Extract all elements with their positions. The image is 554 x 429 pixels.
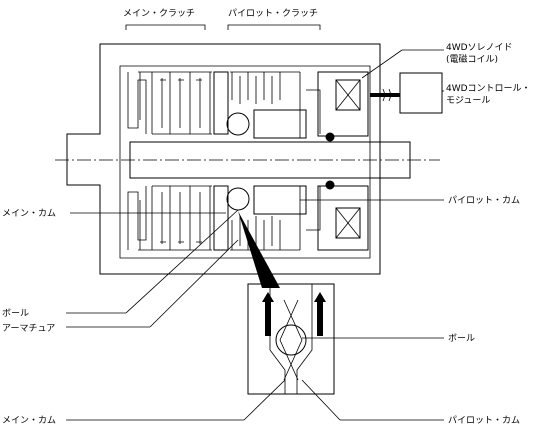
- solenoid-coil-lower: [317, 185, 369, 251]
- control-module-sub-label: モジュール: [446, 96, 490, 106]
- main-clutch-label: メイン・クラッチ: [123, 8, 195, 19]
- magnifier-pointer: [238, 211, 280, 288]
- bearing-lower: [325, 180, 335, 190]
- solenoid-coil-upper: [317, 71, 369, 137]
- main-clutch-bracket: [125, 24, 206, 30]
- housing: [66, 43, 381, 275]
- ball-label: ボール: [2, 308, 29, 319]
- main-clutch-plates-lower: [127, 185, 212, 251]
- ball-upper: [226, 112, 250, 136]
- arrow-up-left-icon: [262, 292, 274, 336]
- leader-lines: [66, 49, 444, 421]
- control-module-box: [399, 72, 443, 114]
- pilot-cam-label: パイロット・カム: [448, 195, 520, 206]
- solenoid-label: 4WDソレノイド: [446, 43, 513, 53]
- ball-detail-label: ボール: [448, 333, 475, 344]
- pilot-clutch-plates: [230, 71, 300, 251]
- pilot-clutch-label: パイロット・クラッチ: [228, 8, 318, 19]
- shaft: [55, 141, 440, 179]
- main-clutch-plates-upper: [127, 71, 212, 135]
- main-cam-detail-label: メイン・カム: [2, 415, 56, 426]
- ball-lower: [226, 187, 250, 211]
- solenoid-cable: [370, 88, 400, 102]
- main-cam-label: メイン・カム: [2, 208, 56, 219]
- pilot-clutch-bracket: [227, 24, 321, 30]
- arrow-up-right-icon: [314, 292, 326, 336]
- bearing-upper: [325, 132, 335, 142]
- armature-region: [253, 72, 321, 250]
- armature-label: アーマチュア: [2, 323, 55, 334]
- pilot-cam-detail-label: パイロット・カム: [448, 415, 520, 426]
- solenoid-sub-label: (電磁コイル): [446, 53, 498, 65]
- main-cam-body: [213, 71, 229, 251]
- control-module-label: 4WDコントロール・: [446, 84, 531, 94]
